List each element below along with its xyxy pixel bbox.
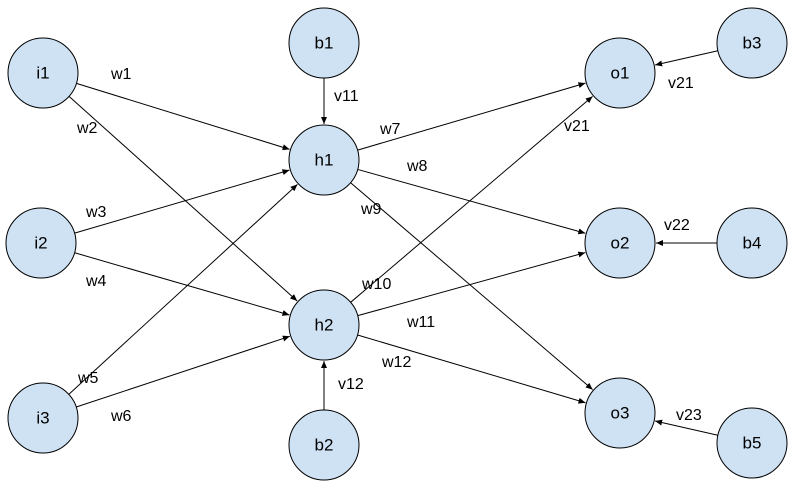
node-label-b1: b1 — [315, 34, 334, 53]
node-b3: b3 — [716, 7, 788, 79]
node-label-i2: i2 — [34, 234, 47, 253]
edge-label-w12: w12 — [381, 354, 411, 371]
edge-label-w1: w1 — [110, 66, 132, 83]
node-circle — [288, 289, 360, 361]
edge-label-w11: w11 — [406, 314, 435, 331]
edge-i1-to-h1 — [76, 82, 290, 151]
edge-i2-to-h1 — [74, 169, 290, 234]
edges — [68, 50, 718, 436]
edge-i1-to-h2 — [68, 95, 298, 302]
edge-line — [74, 169, 290, 234]
node-label-o2: o2 — [611, 234, 630, 253]
edge-h2-to-o1 — [350, 95, 593, 303]
nodes: i1 i2 i3 b1 h1 h2 b2 o1 o2 o3 b3 b4 b5 — [5, 7, 788, 481]
node-b4: b4 — [716, 207, 788, 279]
node-o2: o2 — [584, 207, 656, 279]
edge-h2-to-o3 — [357, 334, 586, 404]
edge-line — [68, 183, 298, 395]
edge-label-v23: v23 — [676, 407, 702, 424]
edge-line — [350, 182, 593, 390]
edge-label-w2: w2 — [76, 120, 98, 137]
edge-label-w6: w6 — [110, 408, 132, 425]
edge-label-w3: w3 — [85, 204, 107, 221]
edge-i3-to-h2 — [76, 335, 290, 408]
node-circle — [7, 37, 79, 109]
edge-label-w7: w7 — [379, 121, 401, 138]
edge-line — [654, 419, 718, 436]
node-label-b5: b5 — [743, 434, 762, 453]
edge-line — [350, 95, 593, 303]
node-circle — [584, 37, 656, 109]
node-circle — [288, 7, 360, 79]
edge-label-w10: w10 — [361, 276, 391, 293]
node-label-o3: o3 — [611, 404, 630, 423]
node-label-h1: h1 — [315, 151, 334, 170]
edge-label-v22: v22 — [664, 217, 690, 234]
node-h1: h1 — [288, 124, 360, 196]
node-label-h2: h2 — [315, 316, 334, 335]
edge-label-v21: v21 — [668, 75, 694, 92]
edge-i2-to-h2 — [74, 252, 290, 316]
edge-line — [68, 95, 298, 302]
node-b5: b5 — [716, 407, 788, 479]
node-label-b2: b2 — [315, 436, 334, 455]
node-circle — [584, 207, 656, 279]
edge-h1-to-o2 — [357, 168, 586, 235]
node-label-b4: b4 — [743, 234, 762, 253]
node-label-o1: o1 — [611, 64, 630, 83]
node-o1: o1 — [584, 37, 656, 109]
edge-line — [74, 252, 290, 316]
edge-labels: w1 w2 w3 w4 w5 w6 v11 v12 w7 w8 w9 w10 w11 w12 v21 v22 v… — [76, 66, 702, 425]
edge-line — [76, 82, 290, 151]
edge-line — [357, 251, 586, 317]
node-label-b3: b3 — [743, 34, 762, 53]
edge-b3-to-o1 — [654, 50, 718, 67]
edge-i3-to-h1 — [68, 183, 298, 395]
edge-label-v11: v11 — [334, 88, 359, 105]
node-i3: i3 — [7, 382, 79, 454]
edge-label-w9: w9 — [360, 201, 382, 218]
node-circle — [584, 377, 656, 449]
node-i1: i1 — [7, 37, 79, 109]
node-i2: i2 — [5, 207, 77, 279]
edge-h1-to-o1 — [357, 82, 586, 151]
edge-label-w5: w5 — [77, 370, 99, 387]
edge-label-w4: w4 — [85, 273, 107, 290]
node-b2: b2 — [288, 409, 360, 481]
extra-label-v21: v21 — [564, 118, 590, 135]
edge-h2-to-o2 — [357, 251, 586, 317]
node-circle — [288, 124, 360, 196]
node-circle — [716, 7, 788, 79]
edge-b5-to-o3 — [654, 419, 718, 436]
edge-line — [654, 50, 718, 67]
edge-line — [357, 334, 586, 404]
node-circle — [716, 407, 788, 479]
node-label-i3: i3 — [36, 409, 49, 428]
edge-h1-to-o3 — [350, 182, 593, 390]
node-label-i1: i1 — [36, 64, 49, 83]
edge-line — [76, 335, 290, 408]
edge-line — [357, 168, 586, 235]
edge-label-v12: v12 — [338, 376, 364, 393]
edge-line — [357, 82, 586, 151]
node-circle — [716, 207, 788, 279]
node-h2: h2 — [288, 289, 360, 361]
node-b1: b1 — [288, 7, 360, 79]
node-circle — [288, 409, 360, 481]
edge-label-w8: w8 — [406, 158, 428, 175]
node-circle — [7, 382, 79, 454]
node-circle — [5, 207, 77, 279]
node-o3: o3 — [584, 377, 656, 449]
